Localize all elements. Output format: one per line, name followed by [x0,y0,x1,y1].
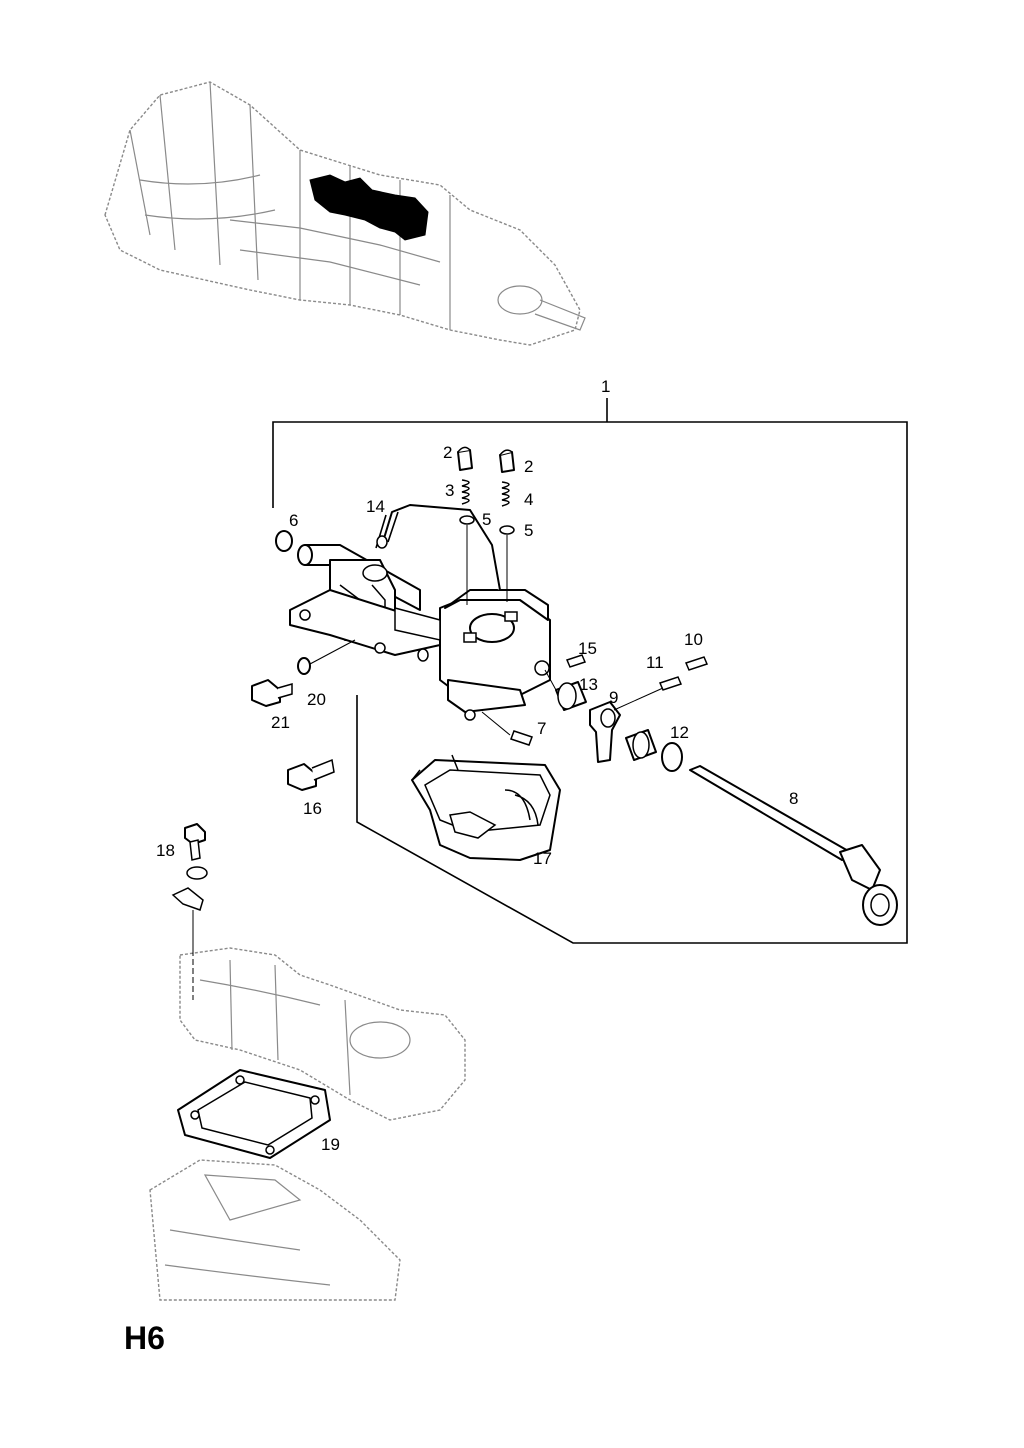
bolt-21 [251,679,293,707]
roll-pin-10 [684,656,709,671]
callout-6: 6 [289,511,298,530]
callout-4: 4 [524,490,533,509]
callout-labels: 1 2 2 3 4 5 5 6 7 8 9 10 11 12 13 14 15 … [156,377,798,1154]
selector-rod-8 [689,765,898,926]
callout-12: 12 [670,723,689,742]
callout-13: 13 [579,675,598,694]
selector-finger-9 [589,701,621,763]
gasket-19 [177,1069,331,1159]
shift-housing [289,544,551,721]
bush-12 [625,729,657,761]
assembly-bracket [272,398,908,944]
page-code: H6 [124,1320,165,1356]
callout-21: 21 [271,713,290,732]
seal-12 [661,742,683,772]
callout-17: 17 [533,849,552,868]
bolt-16 [287,758,335,791]
callout-8: 8 [789,789,798,808]
gearbox-case-ghost [149,1159,401,1301]
roll-pin-11 [658,676,683,691]
vent-tube [375,504,501,591]
detent-plugs-right [499,449,515,535]
callout-19: 19 [321,1135,340,1154]
bush-13 [555,681,587,711]
bolt-18 [184,823,206,861]
callout-20: 20 [307,690,326,709]
callout-5-right: 5 [524,521,533,540]
pin-7 [510,730,533,746]
boot-cover-17 [411,754,561,861]
callout-3: 3 [445,481,454,500]
housing-installed-ghost [179,947,466,1121]
callout-15: 15 [578,639,597,658]
callout-2-left: 2 [443,443,452,462]
seal-ring [275,530,293,552]
callout-7: 7 [537,719,546,738]
lock-plate-18 [171,887,204,911]
callout-1: 1 [601,377,610,396]
callout-5-left: 5 [482,510,491,529]
callout-11: 11 [646,653,664,672]
callout-10: 10 [684,630,703,649]
callout-14: 14 [366,497,385,516]
callout-18: 18 [156,841,175,860]
callout-9: 9 [609,688,618,707]
pin-15 [565,654,587,668]
callout-2-right: 2 [524,457,533,476]
callout-16: 16 [303,799,322,818]
highlighted-shift-housing [309,174,429,241]
washer-18 [186,866,208,880]
detent-plugs-left [457,446,475,525]
gearbox-overview [104,81,586,346]
washer-20 [297,657,311,675]
